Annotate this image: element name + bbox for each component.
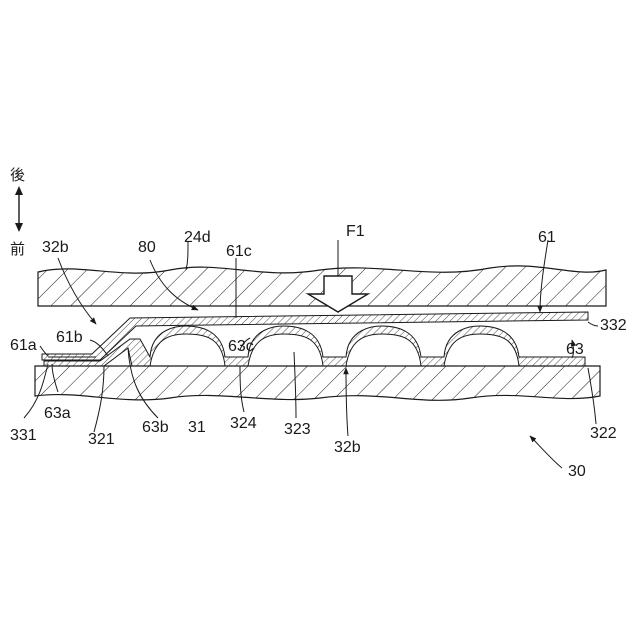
- label-32b-bottom: 32b: [334, 439, 361, 456]
- label-31: 31: [188, 419, 206, 436]
- label-63b: 63b: [142, 419, 169, 436]
- label-24d: 24d: [184, 229, 211, 246]
- label-331: 331: [10, 427, 37, 444]
- label-321: 321: [88, 431, 115, 448]
- label-30: 30: [568, 463, 586, 480]
- label-61: 61: [538, 229, 556, 246]
- rear-label: 後: [10, 166, 25, 184]
- label-61b: 61b: [56, 329, 83, 346]
- lower-member-31: [35, 366, 600, 400]
- label-80: 80: [138, 239, 156, 256]
- label-63a: 63a: [44, 405, 71, 422]
- label-32b-top: 32b: [42, 239, 69, 256]
- label-323: 323: [284, 421, 311, 438]
- label-61c: 61c: [226, 243, 252, 260]
- arrow-down-icon: [15, 223, 23, 232]
- direction-indicator: 後 前: [10, 166, 25, 258]
- label-332: 332: [600, 317, 627, 334]
- label-61a: 61a: [10, 337, 37, 354]
- front-label: 前: [10, 240, 25, 258]
- label-F1: F1: [346, 223, 365, 240]
- label-324: 324: [230, 415, 257, 432]
- label-322: 322: [590, 425, 617, 442]
- arrow-up-icon: [15, 186, 23, 195]
- label-63c: 63c: [228, 338, 254, 355]
- label-63: 63: [566, 341, 584, 358]
